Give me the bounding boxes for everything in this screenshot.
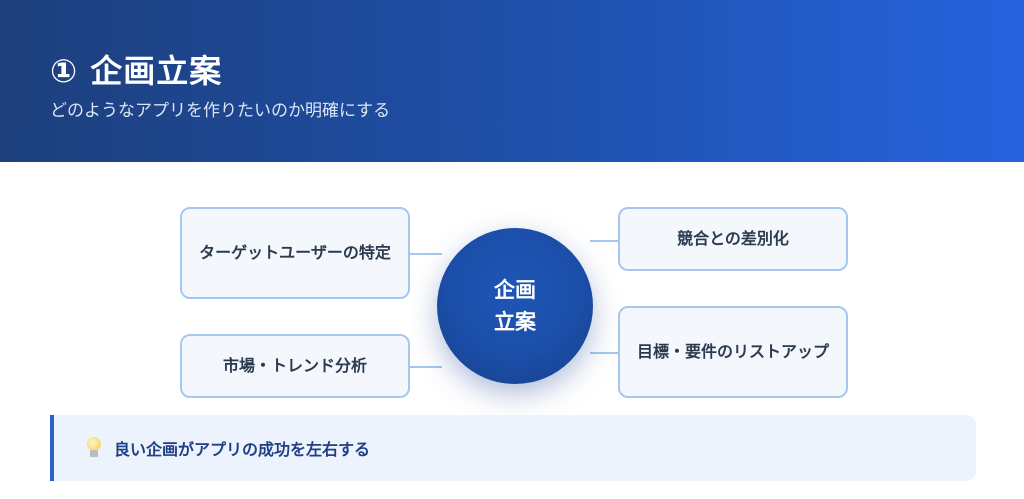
tip-text: 良い企画がアプリの成功を左右する [114, 440, 371, 459]
node-market-trend-label: 市場・トレンド分析 [222, 356, 367, 375]
connector-bottom-left [410, 366, 442, 368]
connector-top-left [410, 253, 442, 255]
node-target-users: ターゲットユーザーの特定 [180, 207, 410, 299]
page-subtitle: どのようなアプリを作りたいのか明確にする [50, 101, 391, 121]
connector-bottom-right [590, 352, 618, 354]
node-differentiation: 競合との差別化 [618, 207, 848, 271]
page-title: ① 企画立案 [50, 52, 223, 90]
lightbulb-icon [86, 437, 102, 459]
center-hub-label: 企画立案 [494, 278, 536, 334]
node-goals-requirements-label: 目標・要件のリストアップ [636, 342, 829, 361]
header-banner: ① 企画立案 どのようなアプリを作りたいのか明確にする [0, 0, 1024, 162]
node-market-trend: 市場・トレンド分析 [180, 334, 410, 398]
tip-callout: 良い企画がアプリの成功を左右する [50, 415, 976, 481]
node-target-users-label: ターゲットユーザーの特定 [199, 243, 391, 262]
center-hub: 企画立案 [437, 228, 593, 384]
node-differentiation-label: 競合との差別化 [677, 229, 789, 248]
node-goals-requirements: 目標・要件のリストアップ [618, 306, 848, 398]
connector-top-right [590, 240, 618, 242]
